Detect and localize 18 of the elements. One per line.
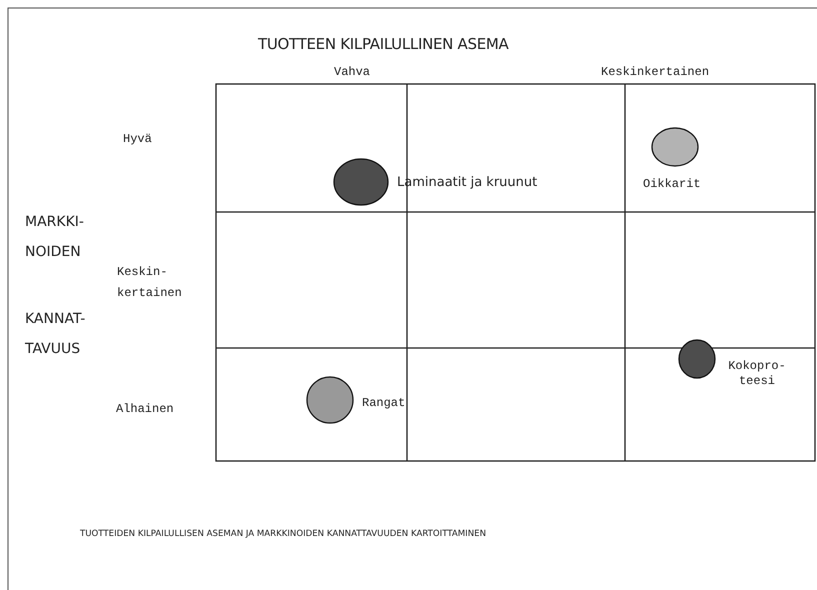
bubble-marker <box>651 127 699 167</box>
bubble-label: Rangat <box>362 396 406 410</box>
bubble-marker <box>678 339 716 379</box>
bubble-marker <box>306 376 354 424</box>
axis-title: TAVUUS <box>25 341 80 357</box>
column-header: Vahva <box>334 65 370 79</box>
chart-title: TUOTTEEN KILPAILULLINEN ASEMA <box>258 35 509 53</box>
row-header: Hyvä <box>123 132 152 146</box>
row-header: Keskin- kertainen <box>117 264 183 302</box>
axis-title: MARKKI- <box>25 214 84 230</box>
row-header: Alhainen <box>116 402 174 416</box>
axis-title: NOIDEN <box>25 244 81 260</box>
bubble-label: Kokopro- teesi <box>727 359 787 389</box>
bubble-marker <box>333 158 389 206</box>
bubble-label: Oikkarit <box>643 177 701 191</box>
caption: TUOTTEIDEN KILPAILULLISEN ASEMAN JA MARKKINOIDEN KANNATTAVUUDEN KARTOITTAMINEN <box>80 528 488 541</box>
axis-title: KANNAT- <box>25 311 86 327</box>
column-header: Keskinkertainen <box>601 65 710 79</box>
